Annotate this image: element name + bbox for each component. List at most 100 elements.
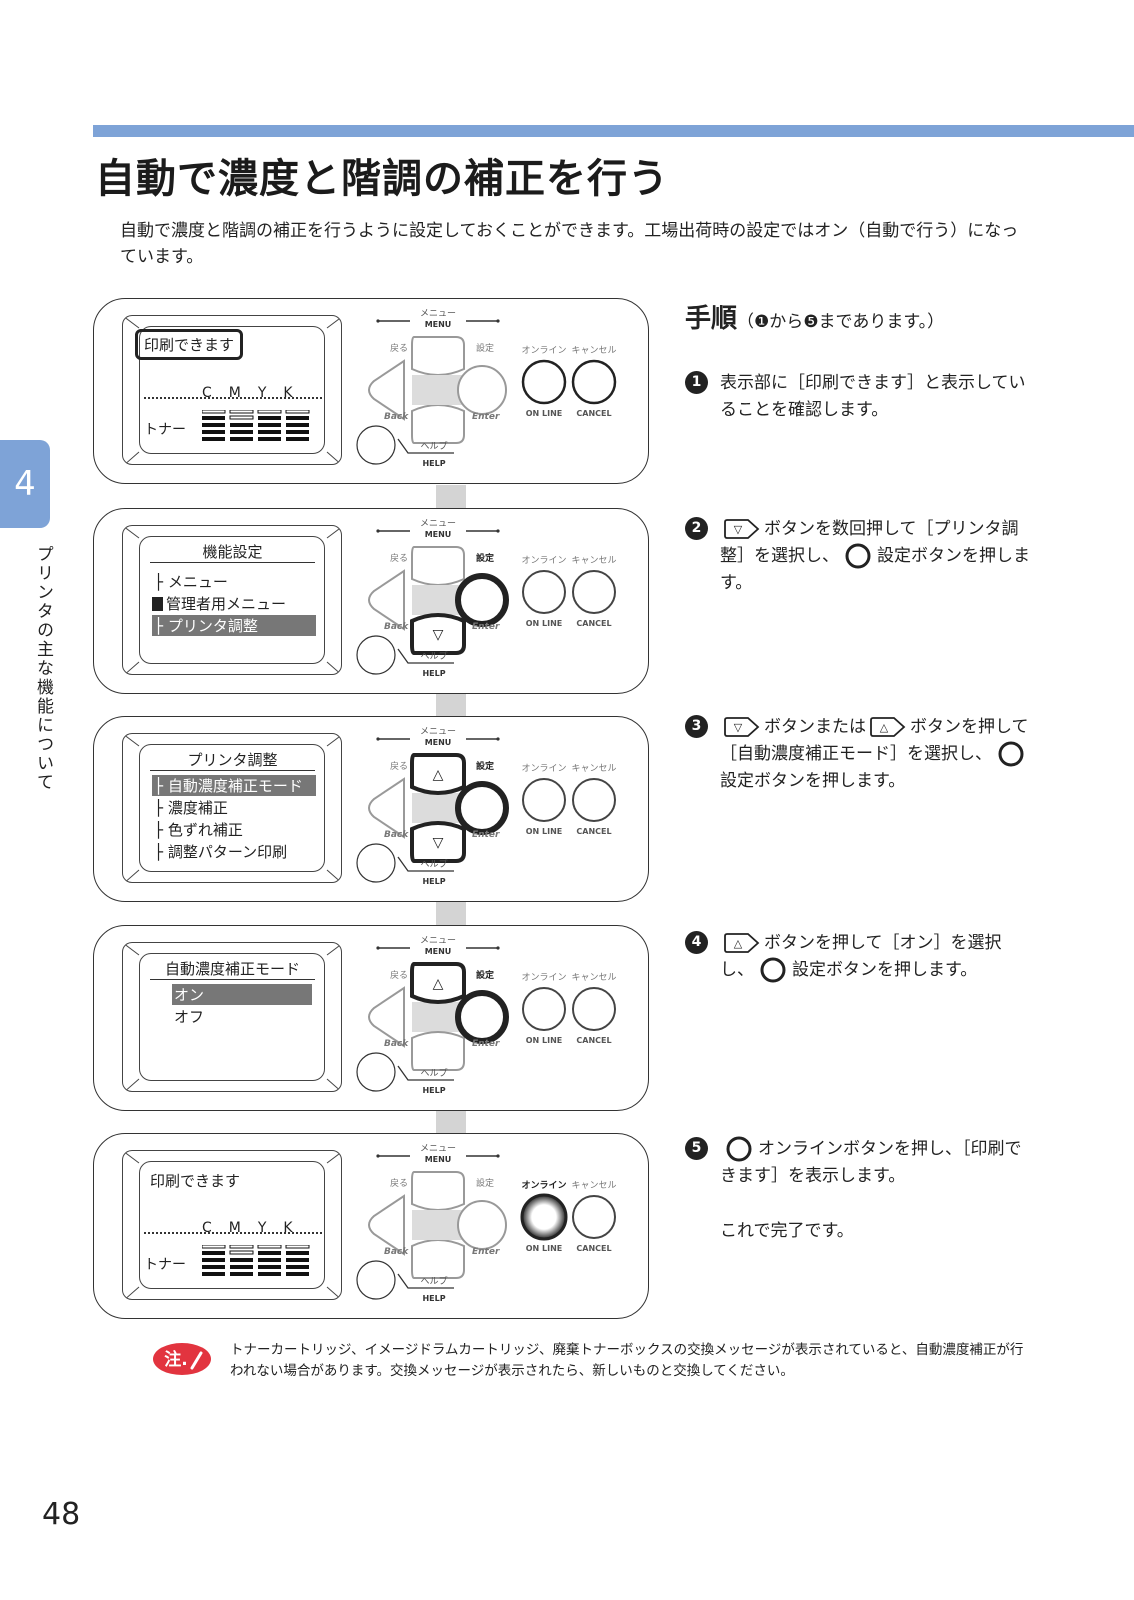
- enter-button[interactable]: [457, 1200, 507, 1250]
- enter-button[interactable]: [457, 365, 507, 415]
- enter-jp-label: 設定: [476, 1177, 494, 1189]
- enter-button-icon: [845, 543, 871, 569]
- help-en-label: HELP: [422, 669, 445, 678]
- toner-colors-label: CMYK: [202, 1220, 310, 1236]
- up-button-icon: △: [870, 717, 906, 737]
- menu-up-button[interactable]: [411, 1171, 465, 1211]
- enter-button[interactable]: [455, 990, 509, 1044]
- panel-connector: [436, 1110, 466, 1133]
- online-button-icon: [726, 1136, 752, 1162]
- lcd-item-menu: メニュー: [167, 573, 228, 591]
- menu-down-button[interactable]: [411, 404, 465, 444]
- menu-up-button[interactable]: [411, 546, 465, 586]
- up-button-icon: △: [724, 933, 760, 953]
- step-text-a: ボタンまたは: [764, 717, 866, 737]
- menu-down-button[interactable]: [411, 1031, 465, 1071]
- toner-label: トナー: [144, 1257, 186, 1273]
- enter-button[interactable]: [455, 781, 509, 835]
- control-buttons: メニュー MENU 戻る Back 設定 Enter オンライン キャンセル O…: [356, 1144, 617, 1303]
- up-arrow-icon: △: [433, 767, 444, 783]
- enter-button-icon: [998, 741, 1024, 767]
- online-jp-label: オンライン: [521, 763, 566, 774]
- cancel-button[interactable]: [572, 778, 616, 822]
- step-text: 表示部に［印刷できます］と表示していることを確認します。: [720, 373, 1026, 420]
- enter-button[interactable]: [455, 573, 509, 627]
- step-5: 5 オンラインボタンを押し、［印刷できます］を表示します。 これで完了です。: [685, 1136, 1030, 1245]
- menu-jp-label: メニュー: [420, 1144, 456, 1154]
- menu-up-button[interactable]: [411, 336, 465, 376]
- control-buttons: メニュー MENU 戻る Back 設定 Enter オンライン キャンセル O…: [356, 309, 617, 468]
- back-button[interactable]: [368, 359, 405, 421]
- help-button[interactable]: [356, 635, 396, 675]
- enter-button-icon: [760, 957, 786, 983]
- online-jp-label: オンライン: [521, 972, 566, 983]
- lcd-item-on: オン: [172, 984, 312, 1005]
- enter-jp-label: 設定: [476, 342, 494, 354]
- lcd-divider: [144, 397, 322, 399]
- down-arrow-icon: ▽: [433, 627, 444, 643]
- panel-connector: [436, 902, 466, 925]
- back-jp-label: 戻る: [390, 1177, 408, 1189]
- back-button[interactable]: [368, 569, 405, 631]
- help-button[interactable]: [356, 1052, 396, 1092]
- cancel-en-label: CANCEL: [576, 827, 611, 836]
- enter-en-label: Enter: [472, 1247, 500, 1257]
- control-buttons: メニュー MENU △ ▽ 戻る Back 設定 Enter オンライン キャン…: [356, 727, 617, 886]
- cancel-button[interactable]: [572, 987, 616, 1031]
- help-button[interactable]: [356, 1260, 396, 1300]
- menu-down-button[interactable]: [410, 821, 466, 863]
- step-number: 5: [685, 1137, 708, 1160]
- help-button[interactable]: [356, 425, 396, 465]
- menu-en-label: MENU: [425, 1155, 452, 1164]
- step-4: 4 △ボタンを押して［オン］を選択し、設定ボタンを押します。: [685, 930, 1030, 984]
- menu-jp-label: メニュー: [420, 727, 456, 737]
- online-button[interactable]: [522, 778, 566, 822]
- back-en-label: Back: [384, 830, 409, 840]
- lcd-item-density: 濃度補正: [167, 799, 228, 817]
- step-number: 3: [685, 715, 708, 738]
- online-button[interactable]: [522, 570, 566, 614]
- cancel-button[interactable]: [571, 359, 617, 405]
- note-badge: 注.: [153, 1343, 211, 1375]
- steps-heading: 手順（❶から❺まであります。）: [685, 298, 944, 335]
- chapter-tab: 4: [0, 440, 50, 528]
- panel-connector: [436, 485, 466, 508]
- cancel-jp-label: キャンセル: [571, 1180, 616, 1191]
- step-completion-text: これで完了です。: [720, 1221, 854, 1241]
- menu-down-button[interactable]: [411, 1239, 465, 1279]
- back-button[interactable]: [368, 986, 405, 1048]
- back-button[interactable]: [368, 777, 405, 839]
- help-jp-label: ヘルプ: [420, 859, 447, 870]
- help-button[interactable]: [356, 843, 396, 883]
- cancel-jp-label: キャンセル: [571, 345, 616, 356]
- menu-up-button[interactable]: [410, 962, 466, 1004]
- help-jp-label: ヘルプ: [420, 651, 447, 662]
- operator-panel-step-4: 自動濃度補正モード オン オフ メニュー MENU △ 戻る Back 設定 E…: [93, 925, 649, 1111]
- steps-heading-note: （❶から❺まであります。）: [737, 312, 945, 332]
- help-en-label: HELP: [422, 1294, 445, 1303]
- steps-heading-label: 手順: [685, 304, 738, 334]
- menu-down-button[interactable]: [410, 613, 466, 655]
- step-text-b: ボタンを押して［自動濃度補正モード］を選択し、: [720, 717, 1029, 764]
- chapter-title: プリンタの主な機能について: [33, 545, 53, 792]
- step-number: 1: [685, 371, 708, 394]
- cancel-button[interactable]: [572, 570, 616, 614]
- enter-jp-label: 設定: [476, 760, 495, 772]
- help-jp-label: ヘルプ: [420, 1068, 447, 1079]
- svg-text:△: △: [880, 721, 889, 734]
- step-number: 2: [685, 517, 708, 540]
- online-en-label: ON LINE: [526, 409, 563, 418]
- lcd-display: 機能設定 ├ メニュー 管理者用メニュー ├ プリンタ調整: [122, 525, 342, 675]
- menu-up-button[interactable]: [410, 753, 466, 795]
- online-button[interactable]: [522, 987, 566, 1031]
- menu-en-label: MENU: [425, 530, 452, 539]
- menu-en-label: MENU: [425, 947, 452, 956]
- cancel-button[interactable]: [572, 1195, 616, 1239]
- online-button[interactable]: [520, 1193, 568, 1241]
- back-en-label: Back: [384, 412, 409, 422]
- back-button[interactable]: [368, 1194, 405, 1256]
- note-box: 注. トナーカートリッジ、イメージドラムカートリッジ、廃棄トナーボックスの交換メ…: [152, 1340, 1032, 1382]
- back-en-label: Back: [384, 622, 409, 632]
- step-text-c: 設定ボタンを押します。: [720, 771, 906, 791]
- online-button[interactable]: [521, 359, 567, 405]
